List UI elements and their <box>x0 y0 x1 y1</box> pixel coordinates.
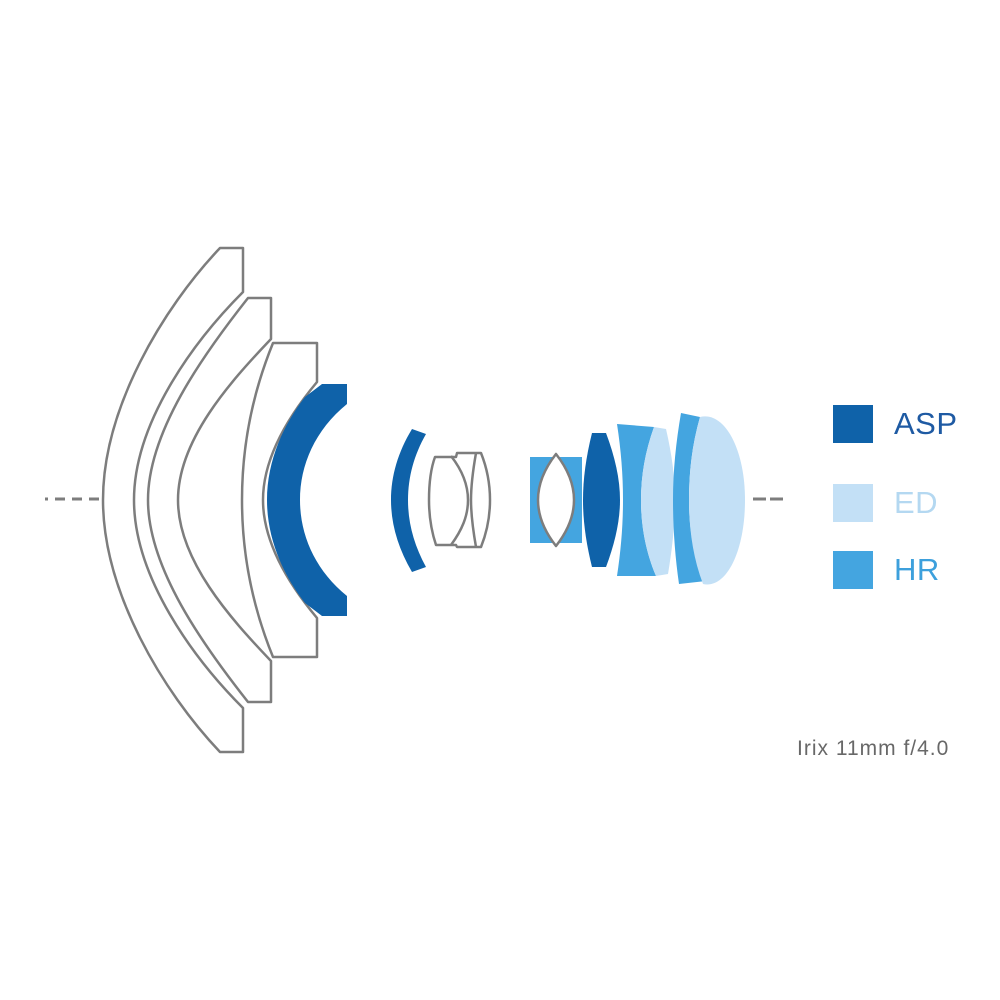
ed-swatch <box>833 484 873 522</box>
hr-meniscus-element <box>673 413 706 584</box>
asp-swatch <box>833 405 873 443</box>
ed-biconvex-element <box>641 427 675 576</box>
legend-item-ed: ED <box>833 484 938 522</box>
doublet-cemented-surface <box>449 455 470 546</box>
asp-biconvex-element <box>583 433 620 567</box>
hr-swatch <box>833 551 873 589</box>
hr-biconcave-element <box>617 424 656 576</box>
front-element-3 <box>240 341 319 659</box>
asp-meniscus-element <box>267 384 347 616</box>
asp-label: ASP <box>894 406 958 441</box>
biconvex-in-block-element <box>536 452 576 548</box>
legend-item-hr: HR <box>833 551 940 589</box>
hr-label: HR <box>894 552 940 587</box>
ed-label: ED <box>894 485 939 520</box>
ed-rear-element <box>689 416 745 585</box>
front-element-1 <box>101 246 245 754</box>
legend-item-asp: ASP <box>833 405 958 443</box>
front-element-2 <box>146 296 273 704</box>
doublet-outline <box>427 451 492 549</box>
asp-thin-meniscus-element <box>391 429 426 572</box>
doublet-inner-surface <box>469 452 478 548</box>
lens-model-caption: Irix 11mm f/4.0 <box>797 737 950 760</box>
